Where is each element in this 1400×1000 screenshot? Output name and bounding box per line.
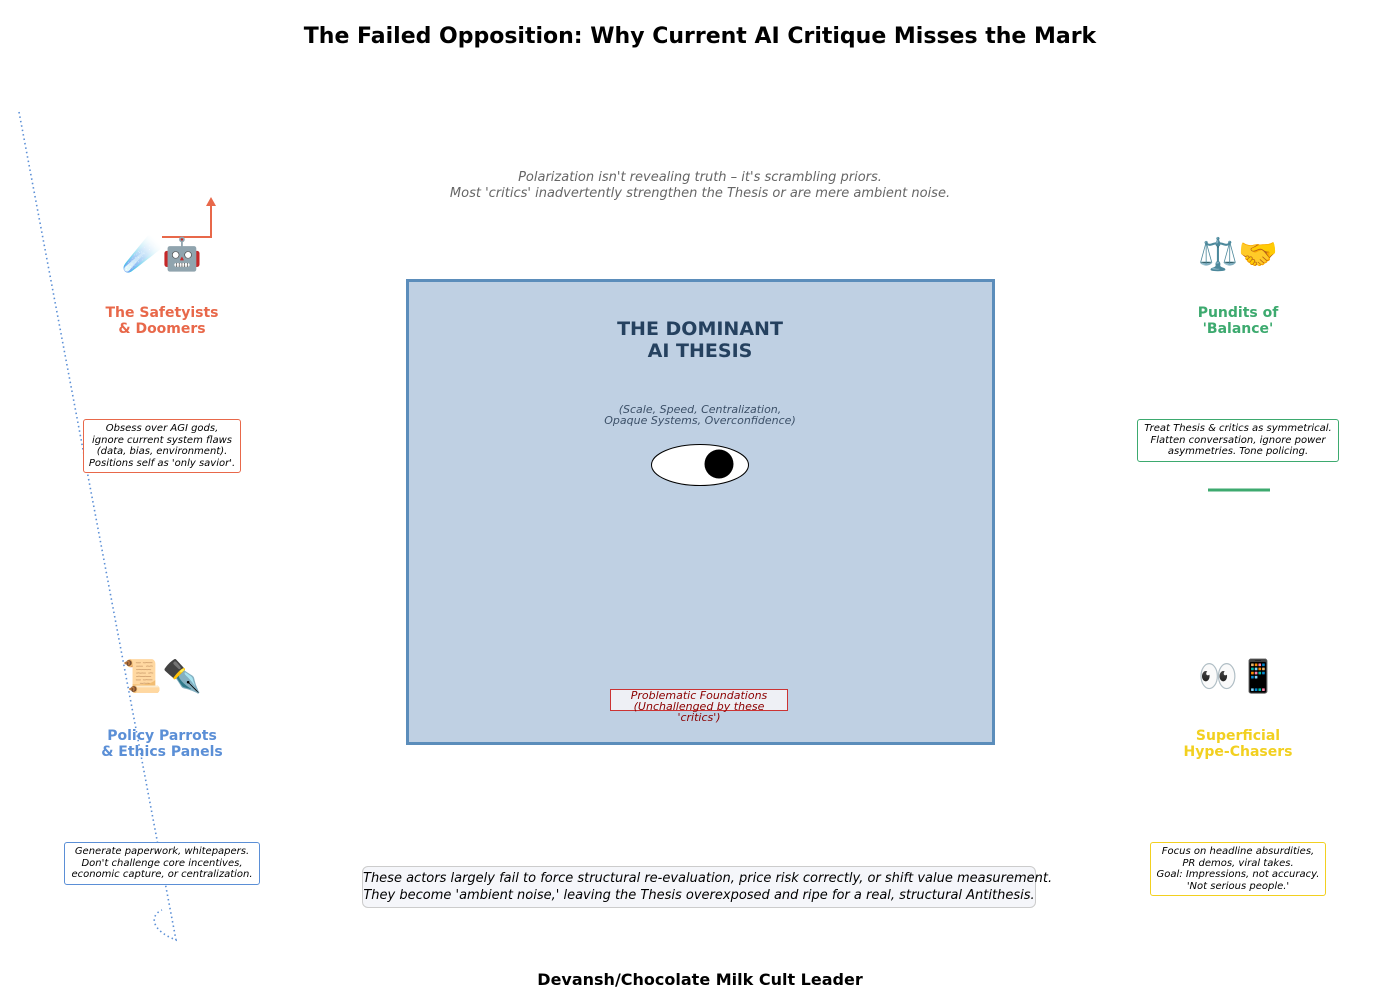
actor-name-pundits: Pundits of 'Balance' (1138, 305, 1338, 337)
comet-robot-icon: ☄️🤖 (122, 235, 202, 273)
desc-line: ignore current system flaws (92, 434, 232, 446)
actor-name-hype: Superficial Hype-Chasers (1138, 728, 1338, 760)
thesis-box (406, 279, 995, 745)
desc-line: Don't challenge core incentives, (81, 857, 243, 869)
conclusion-box: These actors largely fail to force struc… (362, 866, 1053, 908)
actor-name-line: 'Balance' (1202, 321, 1274, 337)
page-title: The Failed Opposition: Why Current AI Cr… (303, 24, 1097, 49)
actor-name-line: Pundits of (1197, 305, 1279, 321)
desc-line: Focus on headline absurdities, (1161, 846, 1315, 857)
desc-line: economic capture, or centralization. (71, 869, 253, 880)
actor-name-line: Policy Parrots (107, 728, 217, 744)
desc-line: Positions self as 'only savior'. (88, 457, 236, 469)
thesis-title-line-1: THE DOMINANT (617, 318, 783, 340)
thesis-title-line-2: AI THESIS (647, 340, 753, 362)
desc-line: Generate paperwork, whitepapers. (74, 846, 250, 857)
eye-icon (651, 444, 749, 486)
desc-line: PR demos, viral takes. (1182, 857, 1294, 869)
desc-line: (data, bias, environment). (96, 446, 228, 457)
actor-name-line: Hype-Chasers (1183, 744, 1293, 760)
actor-name-line: Superficial (1195, 728, 1281, 744)
conclusion-line-2: They become 'ambient noise,' leaving the… (363, 888, 1035, 903)
subtitle-line-1: Polarization isn't revealing truth – it'… (518, 170, 882, 185)
subtitle-line-2: Most 'critics' inadvertently strengthen … (449, 186, 951, 201)
thesis-subtitle-line-1: (Scale, Speed, Centralization, (618, 403, 782, 416)
actor-name-safetyists: The Safetyists & Doomers (62, 305, 262, 337)
thesis-title: THE DOMINANT AI THESIS (0, 318, 1400, 362)
desc-line: Treat Thesis & critics as symmetrical. (1144, 423, 1332, 434)
author-credit: Devansh/Chocolate Milk Cult Leader (537, 970, 863, 989)
thesis-subtitle: (Scale, Speed, Centralization, Opaque Sy… (0, 404, 1400, 426)
up-arrow-head (206, 197, 216, 206)
desc-line: 'Not serious people.' (1186, 880, 1290, 892)
foundations-line-1: Problematic Foundations (630, 689, 768, 702)
actor-desc-hype: Focus on headline absurdities,PR demos, … (1150, 842, 1326, 896)
actor-desc-pundits: Treat Thesis & critics as symmetrical.Fl… (1137, 419, 1339, 462)
actor-desc-policy: Generate paperwork, whitepapers.Don't ch… (64, 842, 260, 885)
actor-name-policy: Policy Parrots & Ethics Panels (62, 728, 262, 760)
thesis-subtitle-line-2: Opaque Systems, Overconfidence) (604, 414, 796, 427)
scales-handshake-icon: ⚖️🤝 (1198, 235, 1278, 273)
eyes-phone-icon: 👀📱 (1198, 657, 1278, 695)
dotted-swoop-line (18, 111, 178, 942)
foundations-line-2: (Unchallenged by these 'critics') (633, 700, 765, 724)
actor-desc-safetyists: Obsess over AGI gods,ignore current syst… (83, 419, 241, 473)
actor-name-line: The Safetyists (105, 305, 219, 321)
desc-line: Obsess over AGI gods, (105, 423, 219, 434)
problematic-foundations-label: Problematic Foundations (Unchallenged by… (610, 689, 788, 723)
conclusion-line-1: These actors largely fail to force struc… (363, 871, 1053, 886)
desc-line: Goal: Impressions, not accuracy. (1156, 869, 1320, 880)
scroll-pen-icon: 📜✒️ (122, 657, 202, 695)
subtitle: Polarization isn't revealing truth – it'… (0, 170, 1400, 202)
actor-name-line: & Doomers (118, 321, 206, 337)
desc-line: Flatten conversation, ignore power (1150, 434, 1326, 446)
desc-line: asymmetries. Tone policing. (1167, 446, 1309, 457)
actor-name-line: & Ethics Panels (101, 744, 223, 760)
up-arrow-line (162, 202, 212, 238)
